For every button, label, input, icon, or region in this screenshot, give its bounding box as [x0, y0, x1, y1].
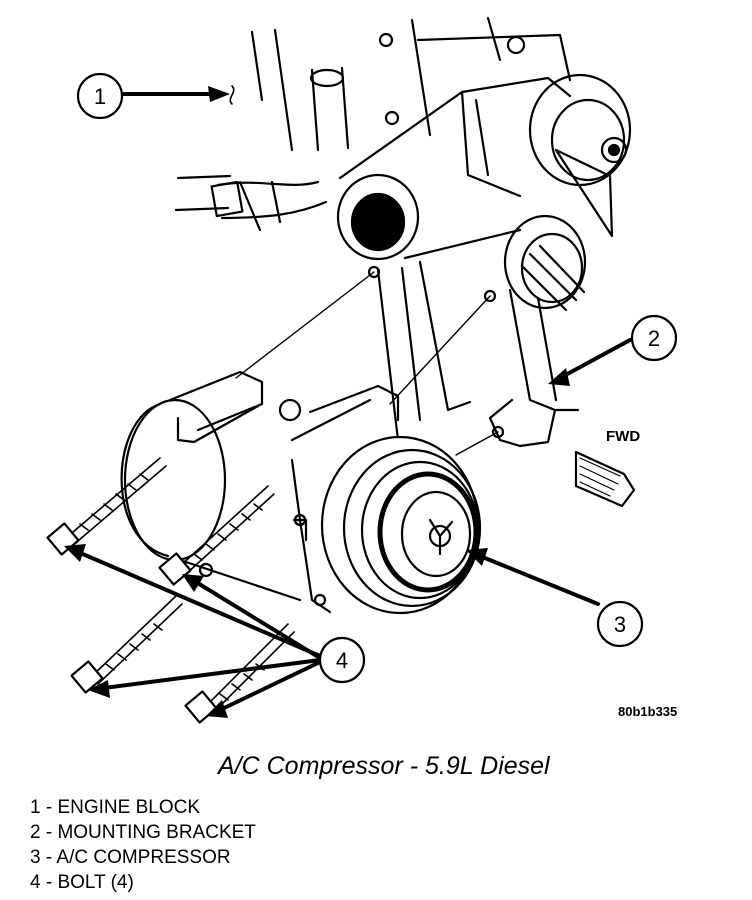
legend-item: 2 - MOUNTING BRACKET: [30, 822, 256, 843]
callout-1: 1: [76, 72, 124, 120]
bolts-drawing: [46, 457, 295, 724]
callout-number: 2: [648, 326, 660, 351]
callout-2: 2: [630, 314, 678, 362]
callout-4: 4: [318, 636, 366, 684]
callout-number: 4: [336, 648, 348, 673]
ac-compressor-drawing: [120, 370, 482, 615]
legend-item: 1 - ENGINE BLOCK: [30, 797, 200, 818]
fwd-label: FWD: [606, 428, 641, 445]
callout-leaders: [76, 92, 632, 712]
exploded-view-illustration: 1 2 3 4: [46, 16, 678, 724]
fwd-arrow-icon: [574, 450, 636, 508]
parts-legend: 1 - ENGINE BLOCK 2 - MOUNTING BRACKET 3 …: [30, 795, 256, 895]
figure-id: 80b1b335: [618, 704, 678, 719]
engine-block-drawing: [174, 16, 632, 448]
legend-item: 3 - A/C COMPRESSOR: [30, 847, 231, 868]
callout-3: 3: [596, 600, 644, 648]
legend-item: 4 - BOLT (4): [30, 872, 134, 893]
figure-caption: A/C Compressor - 5.9L Diesel: [218, 752, 550, 780]
alignment-lines: [235, 271, 499, 456]
callout-number: 1: [94, 84, 106, 109]
engine-pointer-squiggle: [229, 85, 235, 105]
callout-arrowheads: [64, 86, 570, 718]
callout-number: 3: [614, 612, 626, 637]
